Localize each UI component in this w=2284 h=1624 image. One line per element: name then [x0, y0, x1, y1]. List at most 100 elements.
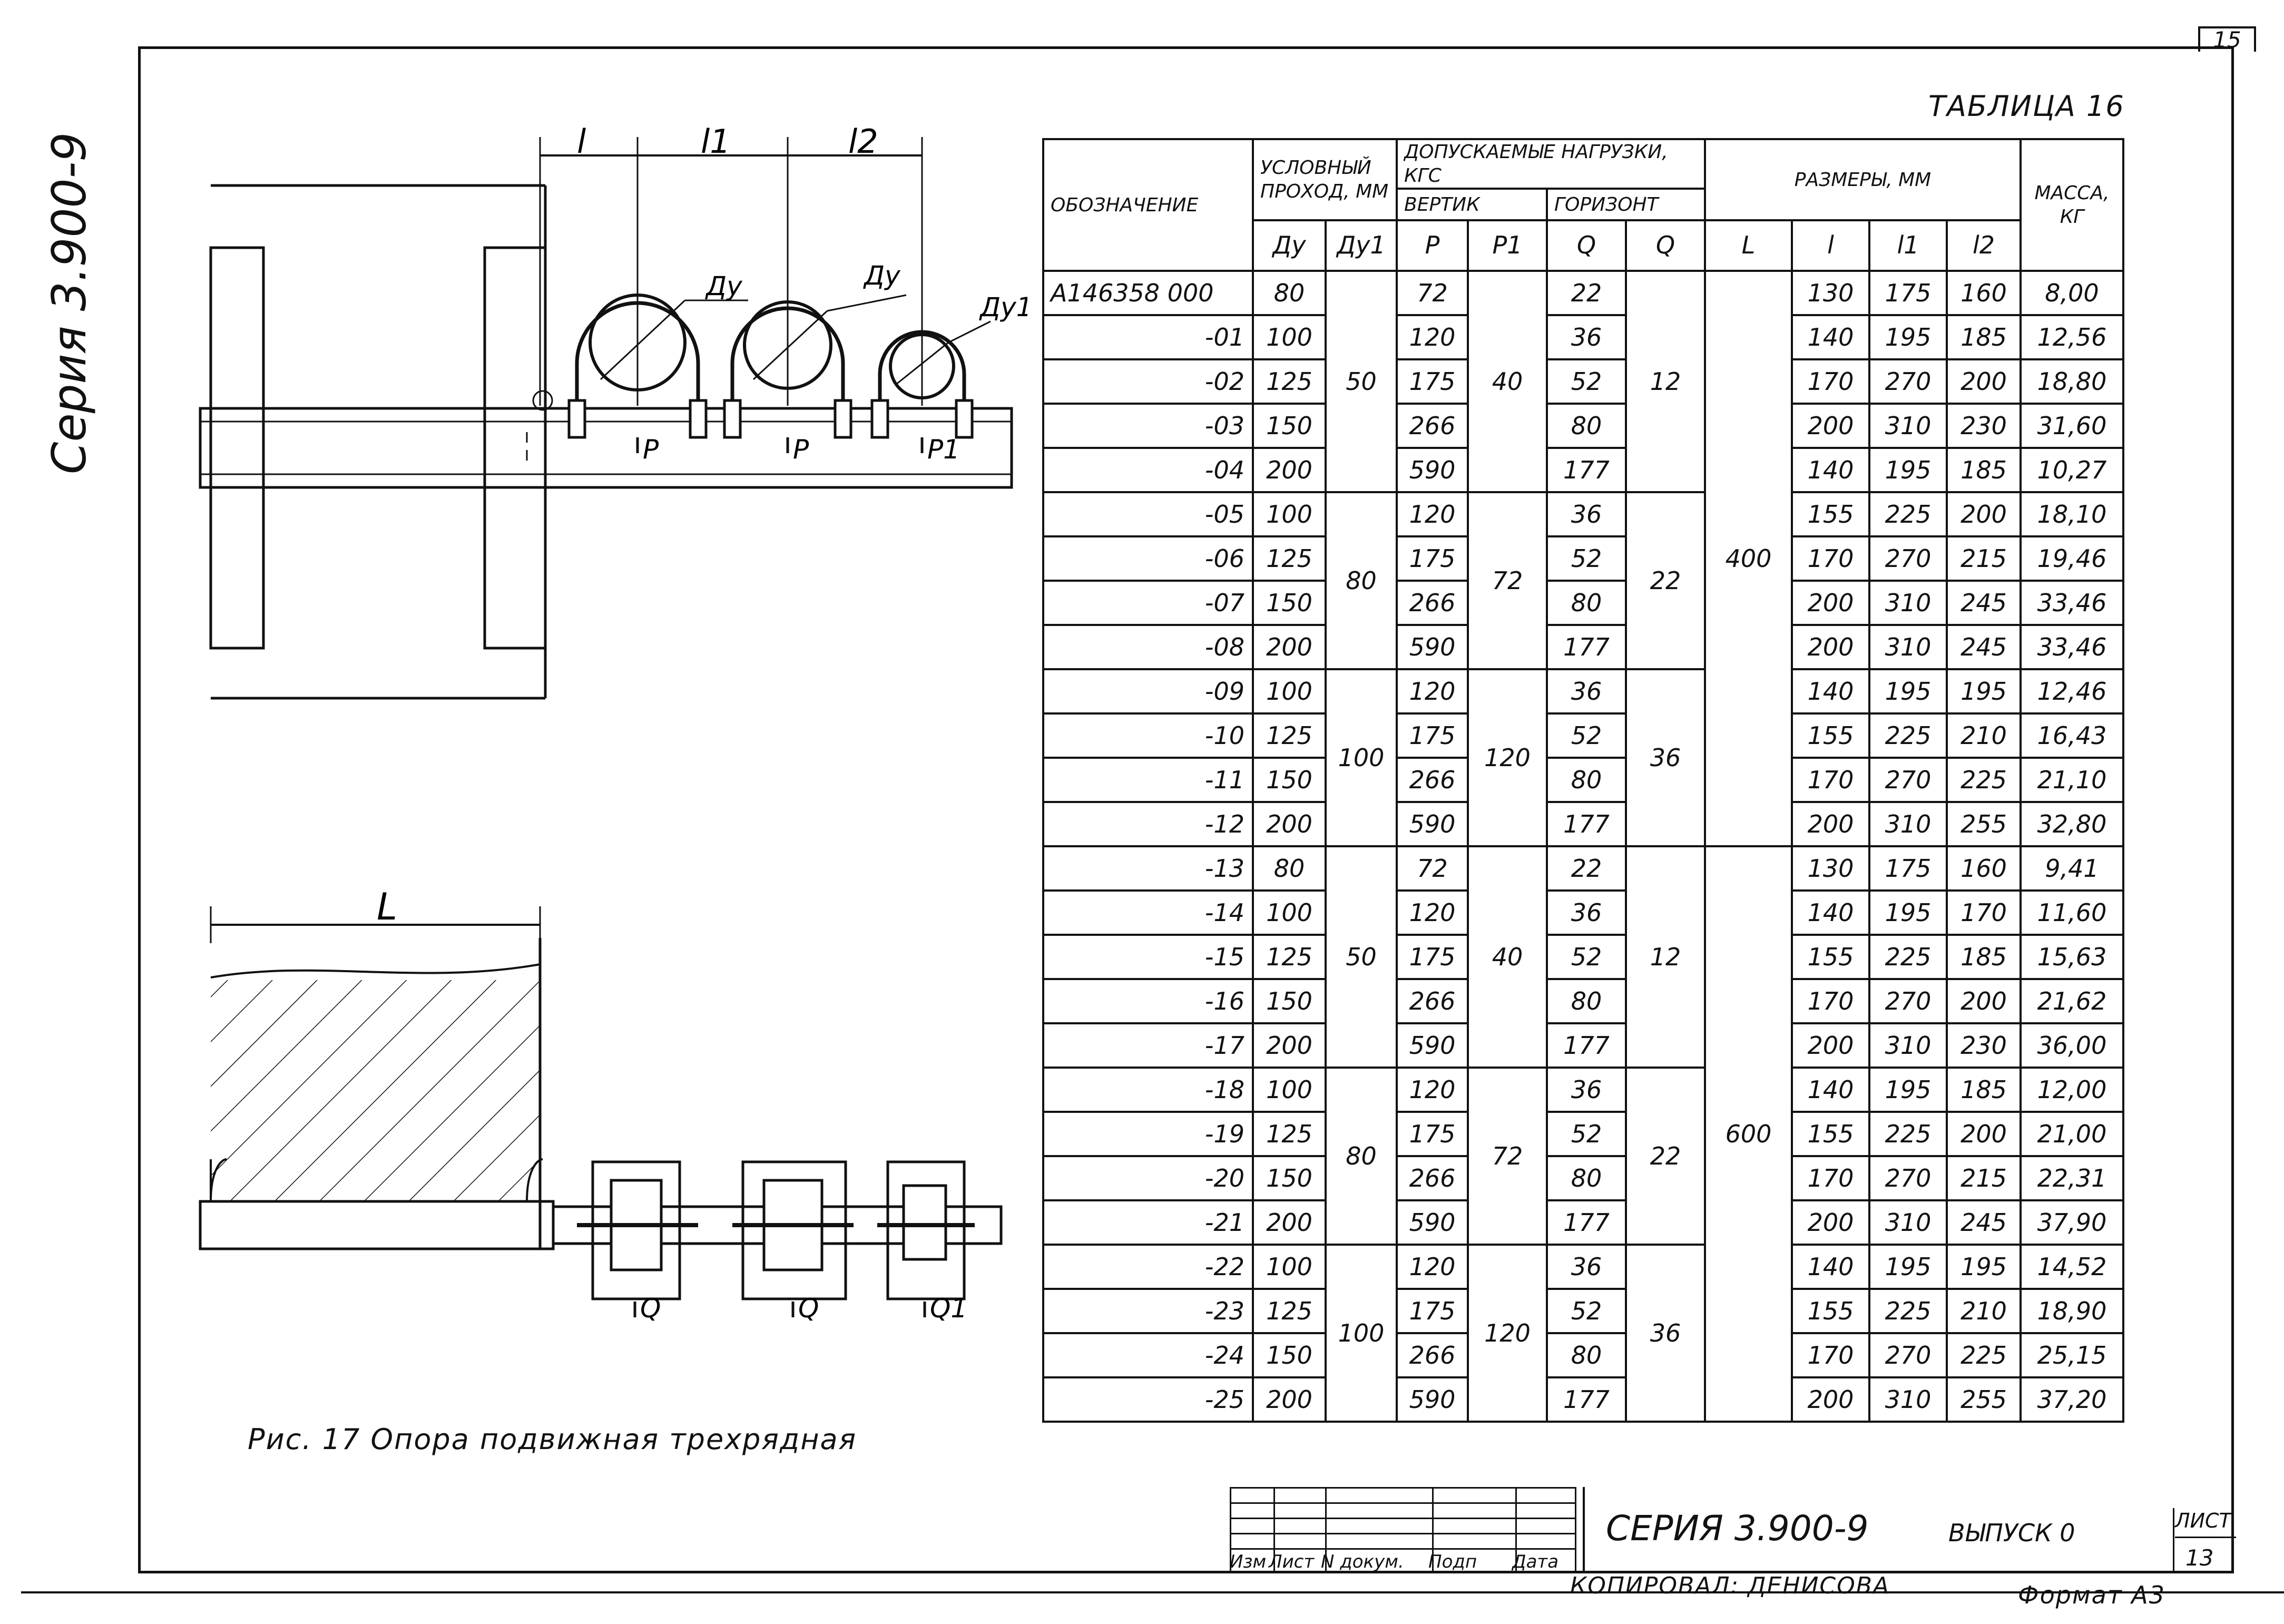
title-block-main: СЕРИЯ 3.900-9 ВЫПУСК 0 ЛИСТ 13: [1583, 1487, 2236, 1573]
cell-l1: 270: [1868, 1155, 1948, 1201]
cell-code: -08: [1042, 624, 1254, 670]
cell-l1: 175: [1868, 270, 1948, 316]
cell-q: 80: [1546, 978, 1627, 1024]
cell-l: 130: [1791, 845, 1870, 892]
cell-l: 140: [1791, 889, 1870, 936]
cell-du1: 80: [1325, 491, 1398, 670]
cell-du: 100: [1252, 491, 1327, 537]
cell-p: 590: [1396, 1022, 1469, 1069]
cell-l1: 225: [1868, 1288, 1948, 1334]
cell-l2: 200: [1946, 491, 2022, 537]
cell-l1: 270: [1868, 978, 1948, 1024]
cell-mass: 36,00: [2020, 1022, 2124, 1069]
cell-mass: 32,80: [2020, 801, 2124, 847]
cell-mass: 12,56: [2020, 314, 2124, 360]
col-q-header: Q: [1546, 219, 1627, 272]
tb-series: СЕРИЯ 3.900-9: [1606, 1508, 1869, 1549]
cell-p: 266: [1396, 403, 1469, 449]
cell-q1: 22: [1625, 491, 1706, 670]
cell-code: -07: [1042, 580, 1254, 626]
cell-mass: 33,46: [2020, 624, 2124, 670]
cell-du: 150: [1252, 580, 1327, 626]
cell-mass: 19,46: [2020, 535, 2124, 582]
cell-p1: 40: [1467, 270, 1548, 493]
cell-q: 36: [1546, 889, 1627, 936]
cell-l1: 195: [1868, 447, 1948, 493]
cell-l2: 160: [1946, 270, 2022, 316]
cell-p: 72: [1396, 270, 1469, 316]
cell-l1: 270: [1868, 1332, 1948, 1378]
cell-p: 266: [1396, 757, 1469, 803]
col-L-header: L: [1704, 219, 1793, 272]
col-loads-header: ДОПУСКАЕМЫЕ НАГРУЗКИ, КГС: [1396, 138, 1706, 190]
cell-du: 125: [1252, 1288, 1327, 1334]
cell-mass: 10,27: [2020, 447, 2124, 493]
du1-label: Ду1: [979, 292, 1027, 322]
load-p-label-2: P: [793, 434, 809, 465]
cell-l: 200: [1791, 403, 1870, 449]
copied-by: КОПИРОВАЛ: ДЕНИСОВА: [1570, 1572, 1890, 1599]
cell-code: -20: [1042, 1155, 1254, 1201]
cell-du: 150: [1252, 403, 1327, 449]
cell-du: 100: [1252, 1067, 1327, 1113]
cell-p: 120: [1396, 1244, 1469, 1290]
cell-l2: 255: [1946, 801, 2022, 847]
cell-code: -17: [1042, 1022, 1254, 1069]
cell-l: 140: [1791, 447, 1870, 493]
tb-sheet-number: 13: [2185, 1545, 2214, 1571]
cell-l2: 210: [1946, 712, 2022, 759]
cell-du: 100: [1252, 668, 1327, 715]
cell-code: -25: [1042, 1376, 1254, 1423]
cell-code: -19: [1042, 1111, 1254, 1157]
cell-p: 590: [1396, 624, 1469, 670]
cell-l1: 225: [1868, 934, 1948, 980]
cell-l: 155: [1791, 712, 1870, 759]
cell-q: 36: [1546, 491, 1627, 537]
title-block: Изм Лист N докум. Подп Дата СЕРИЯ 3.900-…: [1230, 1487, 2236, 1573]
cell-code: -16: [1042, 978, 1254, 1024]
cell-p: 266: [1396, 978, 1469, 1024]
cell-du: 125: [1252, 1111, 1327, 1157]
table-title: ТАБЛИЦА 16: [1928, 90, 2125, 123]
load-p1-label: P1: [927, 434, 960, 465]
tb-sheet-divider: [2173, 1508, 2174, 1573]
tb-col-label: Подп: [1428, 1551, 1477, 1572]
cell-mass: 8,00: [2020, 270, 2124, 316]
cell-l2: 225: [1946, 757, 2022, 803]
cell-q: 80: [1546, 1155, 1627, 1201]
cell-p: 120: [1396, 668, 1469, 715]
cell-p: 175: [1396, 934, 1469, 980]
cell-q: 177: [1546, 801, 1627, 847]
cell-l: 155: [1791, 491, 1870, 537]
cell-q: 36: [1546, 668, 1627, 715]
cell-l: 200: [1791, 1022, 1870, 1069]
cell-code: -02: [1042, 358, 1254, 405]
cell-code: -06: [1042, 535, 1254, 582]
cell-l2: 245: [1946, 1199, 2022, 1246]
col-q1-header: Q: [1625, 219, 1706, 272]
cell-du1: 50: [1325, 845, 1398, 1069]
cell-code: -23: [1042, 1288, 1254, 1334]
figure-caption: Рис. 17 Опора подвижная трехрядная: [248, 1423, 857, 1456]
col-du1-header: Ду1: [1325, 219, 1398, 272]
cell-mass: 15,63: [2020, 934, 2124, 980]
cell-mass: 18,80: [2020, 358, 2124, 405]
cell-code: -14: [1042, 889, 1254, 936]
cell-q1: 36: [1625, 1244, 1706, 1423]
cell-mass: 33,46: [2020, 580, 2124, 626]
cell-code: А146358 000: [1042, 270, 1254, 316]
cell-l1: 175: [1868, 845, 1948, 892]
cell-q: 22: [1546, 270, 1627, 316]
tb-col-label: N докум.: [1321, 1551, 1404, 1572]
cell-p: 175: [1396, 358, 1469, 405]
cell-q: 52: [1546, 934, 1627, 980]
cell-du: 125: [1252, 358, 1327, 405]
tb-col-label: Изм: [1230, 1551, 1267, 1572]
cell-q: 52: [1546, 1111, 1627, 1157]
cell-p: 266: [1396, 1155, 1469, 1201]
